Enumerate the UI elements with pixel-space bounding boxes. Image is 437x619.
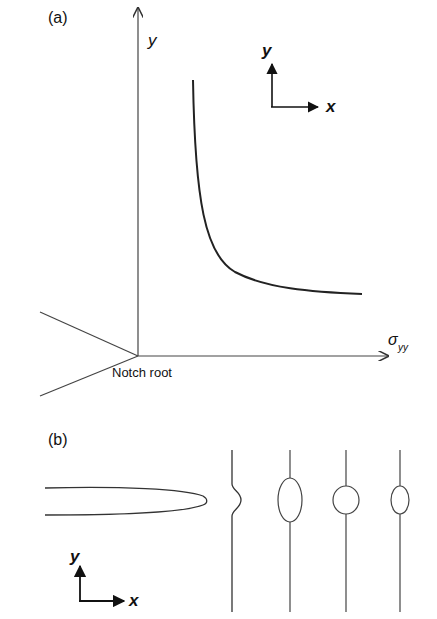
y-axis: [137, 8, 138, 356]
void-line: [345, 514, 346, 612]
axis-label: y: [262, 42, 271, 59]
void-line: [399, 514, 400, 612]
axis-label: y: [70, 548, 79, 565]
panel-label: (b): [48, 432, 68, 448]
void-line: [232, 450, 241, 612]
stress-axis: [138, 355, 388, 356]
stress-label: σ: [388, 332, 398, 348]
coord-arrow: [79, 566, 81, 601]
coord-arrow: [271, 64, 273, 107]
notch-flank: [40, 312, 138, 356]
axis-label: x: [326, 98, 335, 115]
void-line: [289, 450, 290, 478]
void-line: [399, 450, 400, 486]
void-line: [289, 522, 290, 612]
coord-arrow: [79, 600, 124, 602]
panel-label: (a): [48, 10, 68, 26]
coord-arrow: [271, 106, 318, 108]
void: [391, 486, 409, 514]
void-line: [345, 450, 346, 486]
notch-label: Notch root: [112, 366, 172, 379]
stress-subscript: yy: [398, 343, 408, 353]
stress-curve: [193, 80, 362, 294]
axis-label: y: [148, 32, 157, 49]
notch-outline: [45, 487, 207, 515]
void: [333, 486, 359, 514]
void: [278, 478, 302, 522]
axis-label: x: [129, 592, 138, 609]
